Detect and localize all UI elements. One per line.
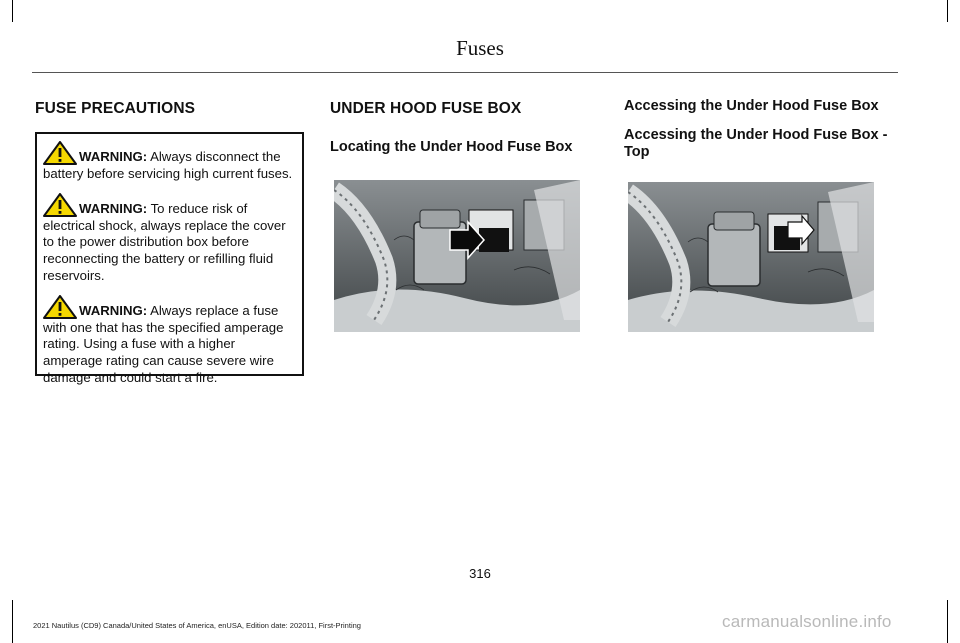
crop-mark <box>12 600 13 643</box>
warning-triangle-icon <box>43 193 77 218</box>
warning-text: Always disconnect the battery before ser… <box>43 149 293 181</box>
section-heading-accessing-fuse-box: Accessing the Under Hood Fuse Box <box>624 98 879 114</box>
header-divider <box>32 72 898 73</box>
crop-mark <box>947 0 948 22</box>
warning-text: To reduce risk of electrical shock, alwa… <box>43 201 286 283</box>
warning-triangle-icon <box>43 141 77 165</box>
page-title: Fuses <box>456 36 504 60</box>
engine-bay-illustration-accessing-top <box>628 182 874 332</box>
warning-item: WARNING: Always replace a fuse with one … <box>43 295 296 386</box>
warning-label: WARNING: <box>79 201 148 217</box>
watermark: carmanualsonline.info <box>722 612 892 631</box>
crop-mark <box>12 0 13 22</box>
edition-footer: 2021 Nautilus (CD9) Canada/United States… <box>33 621 361 630</box>
subheading-accessing-fuse-box-top: Accessing the Under Hood Fuse Box - Top <box>624 127 888 160</box>
subheading-locating-fuse-box: Locating the Under Hood Fuse Box <box>330 139 573 155</box>
warning-triangle-icon <box>43 295 77 320</box>
warning-item: WARNING: Always disconnect the battery b… <box>43 141 296 182</box>
section-heading-under-hood-fuse-box: UNDER HOOD FUSE BOX <box>330 100 522 117</box>
page-number: 316 <box>469 566 491 581</box>
warning-text: Always replace a fuse with one that has … <box>43 303 284 385</box>
warning-label: WARNING: <box>79 149 148 164</box>
engine-bay-illustration-locating <box>334 180 580 332</box>
section-heading-fuse-precautions: FUSE PRECAUTIONS <box>35 100 196 117</box>
crop-mark <box>947 600 948 643</box>
warning-box: WARNING: Always disconnect the battery b… <box>35 132 304 385</box>
warning-item: WARNING: To reduce risk of electrical sh… <box>43 193 296 284</box>
warning-label: WARNING: <box>79 303 148 319</box>
